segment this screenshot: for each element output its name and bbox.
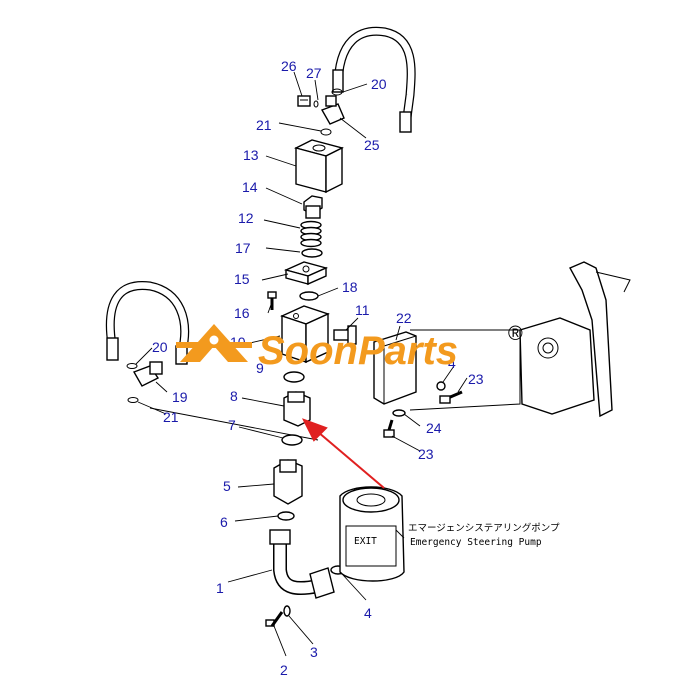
fitting-11	[333, 325, 357, 345]
soonparts-watermark: SoonParts ®	[176, 323, 523, 373]
label-19: 19	[172, 389, 188, 405]
label-8: 8	[230, 388, 238, 404]
label-22: 22	[396, 310, 412, 326]
washer-3	[283, 605, 291, 617]
plug-27	[313, 100, 319, 108]
bolt-16	[267, 291, 277, 310]
leader-lines	[135, 71, 468, 657]
pump-note-jp: エマージェンシステアリングポンプ	[408, 522, 560, 534]
o-ring-6	[277, 511, 295, 521]
check-valve-14	[303, 195, 323, 219]
o-ring-21-top	[320, 128, 332, 136]
label-27: 27	[306, 65, 322, 81]
label-3: 3	[310, 644, 318, 660]
fitting-8	[283, 391, 311, 427]
o-ring-21-left	[127, 397, 139, 403]
bolt-23-lower	[383, 419, 395, 438]
o-ring-18	[299, 291, 319, 301]
soonparts-logo-mark	[176, 324, 252, 362]
washer-24	[392, 409, 406, 417]
label-15: 15	[234, 271, 250, 287]
red-arrow	[301, 418, 385, 489]
frame-structure	[409, 261, 631, 418]
registered-mark: ®	[508, 323, 523, 345]
label-5: 5	[223, 478, 231, 494]
o-ring-17	[301, 248, 323, 258]
label-6: 6	[220, 514, 228, 530]
label-25: 25	[364, 137, 380, 153]
o-ring-20-top	[331, 88, 343, 96]
fitting-26	[297, 95, 311, 107]
flange-15	[283, 261, 329, 286]
label-18: 18	[342, 279, 358, 295]
fitting-5	[273, 459, 303, 505]
emergency-steering-pump: EXIT	[339, 486, 405, 582]
label-20-left: 20	[152, 339, 168, 355]
o-ring-7	[281, 434, 303, 446]
o-ring-9	[283, 371, 305, 383]
label-4-right: 4	[448, 355, 456, 371]
label-23-lower: 23	[418, 446, 434, 462]
label-12: 12	[238, 210, 254, 226]
label-26: 26	[281, 58, 297, 74]
label-24: 24	[426, 420, 442, 436]
label-21-top: 21	[256, 117, 272, 133]
o-ring-20-left	[126, 363, 138, 369]
elbow-19	[132, 361, 163, 387]
label-4-bottom: 4	[364, 605, 372, 621]
part-number-labels: 1 2 3 4 5 6 7 8 9 10 11 12 13 14 15 16 1…	[152, 58, 484, 678]
pump-note-en: Emergency Steering Pump	[410, 537, 542, 548]
valve-body-10	[280, 305, 330, 364]
bolt-23-upper	[439, 390, 463, 404]
valve-block-13	[294, 139, 344, 194]
label-2: 2	[280, 662, 288, 678]
brand-text: SoonParts	[258, 329, 458, 373]
fitting-25	[320, 95, 345, 125]
label-21-left: 21	[163, 409, 179, 425]
bracket-22	[373, 331, 417, 405]
left-hose	[105, 280, 190, 365]
label-1: 1	[216, 580, 224, 596]
label-13: 13	[243, 147, 259, 163]
pump-note: エマージェンシステアリングポンプ Emergency Steering Pump	[408, 522, 560, 548]
label-7: 7	[228, 417, 236, 433]
upper-hose	[332, 26, 416, 133]
label-16: 16	[234, 305, 250, 321]
label-17: 17	[235, 240, 251, 256]
bolt-2	[265, 611, 284, 627]
label-23-upper: 23	[468, 371, 484, 387]
label-14: 14	[242, 179, 258, 195]
pump-plate-text: EXIT	[354, 536, 377, 547]
tube-1	[269, 529, 335, 599]
spring-12	[300, 220, 322, 248]
label-9: 9	[256, 360, 264, 376]
label-11: 11	[355, 302, 370, 318]
washer-4	[436, 381, 446, 391]
label-20-top: 20	[371, 76, 387, 92]
